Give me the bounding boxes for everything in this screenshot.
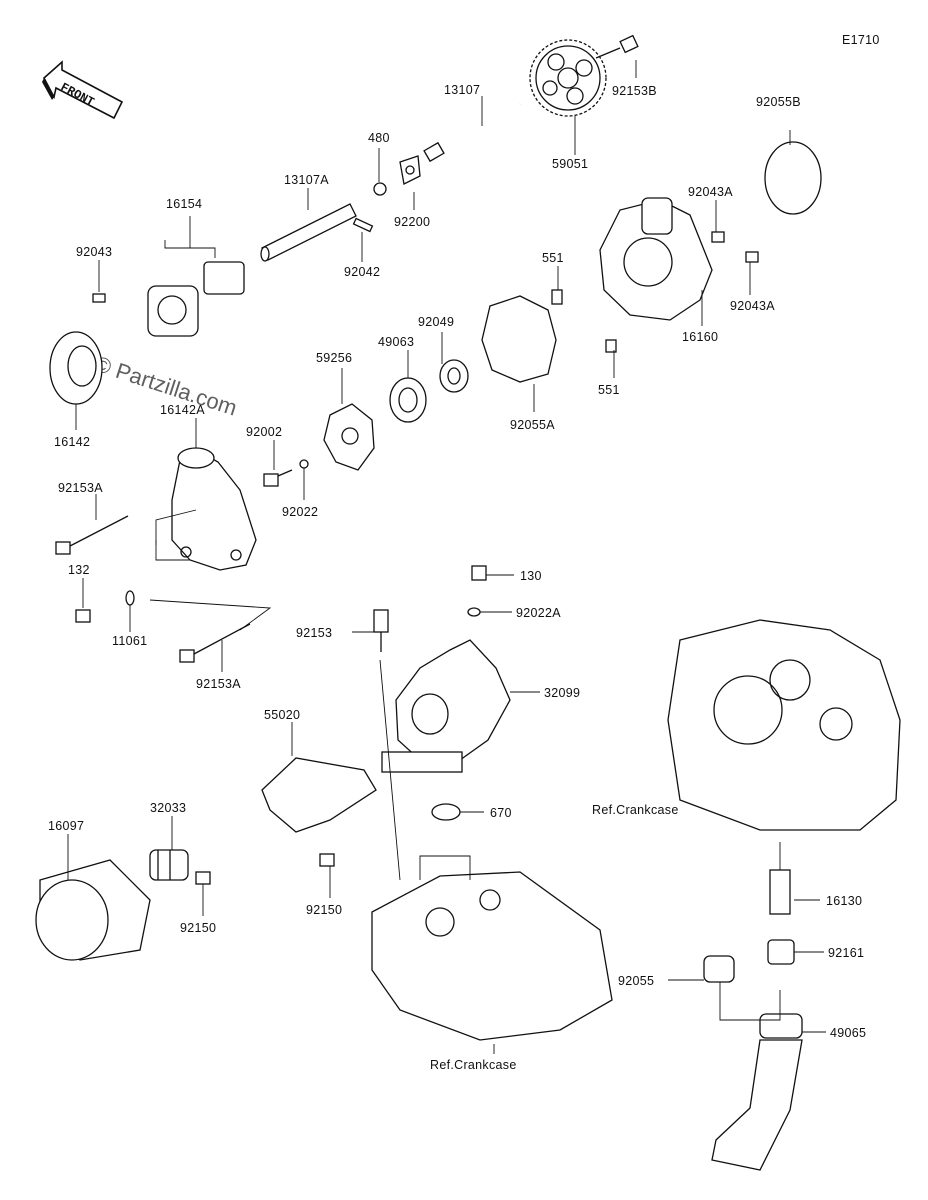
label-92150-right: 92150 [306, 903, 342, 917]
oring-92055a-part [481, 295, 557, 383]
bolt-92153-part [373, 609, 389, 652]
label-92161: 92161 [828, 946, 864, 960]
oring-92055b-part [764, 141, 822, 215]
pump-housing-16142a-part [171, 447, 257, 571]
label-670: 670 [490, 806, 512, 820]
label-11061: 11061 [112, 634, 147, 648]
pin-92042-part [352, 217, 374, 233]
bolt-92153a-top-part [55, 515, 129, 555]
oil-filter-16097-part [35, 859, 151, 961]
crankcase-right-part [667, 619, 901, 831]
label-92153a-bottom: 92153A [196, 677, 241, 691]
label-480: 480 [368, 131, 390, 145]
label-92043a-right: 92043A [730, 299, 775, 313]
fitting-16130-part [769, 869, 791, 915]
label-130: 130 [520, 569, 542, 583]
label-ref-crankcase-right: Ref.Crankcase [592, 803, 679, 817]
label-13107a: 13107A [284, 173, 329, 187]
front-arrow-icon: FRONT [42, 60, 124, 120]
label-92022: 92022 [282, 505, 318, 519]
oring-670-part [431, 803, 461, 821]
label-32099: 32099 [544, 686, 580, 700]
bolt-92150-left-part [195, 871, 211, 885]
gear-59051-part [529, 39, 607, 117]
label-49065: 49065 [830, 1026, 866, 1040]
label-16160: 16160 [682, 330, 718, 344]
label-16130: 16130 [826, 894, 862, 908]
pin-92043-part [92, 293, 106, 303]
impeller-59256-part [323, 403, 375, 471]
collar-92161-part [767, 939, 795, 965]
label-551-top: 551 [542, 251, 564, 265]
washer-92022-part [299, 459, 309, 469]
label-92043a-top: 92043A [688, 185, 733, 199]
bolt-92153a-bottom-part [179, 623, 251, 663]
label-92153a-top: 92153A [58, 481, 103, 495]
label-16097: 16097 [48, 819, 84, 833]
housing-32099-part [381, 639, 511, 773]
label-92022a: 92022A [516, 606, 561, 620]
part-labels: 13107 92153B 92055B 480 59051 13107A 161… [48, 83, 866, 1072]
strainer-32033-part [149, 849, 189, 881]
strainer-49065-part [711, 1013, 803, 1171]
label-551-bottom: 551 [598, 383, 620, 397]
shaft-13107-part [423, 101, 522, 163]
label-92153b: 92153B [612, 84, 657, 98]
pump-body-16142-part [49, 331, 103, 405]
label-92150-left: 92150 [180, 921, 216, 935]
washer-92022a-part [467, 607, 481, 617]
rotor-16154-part [147, 261, 245, 337]
label-49063: 49063 [378, 335, 414, 349]
pin-551-top-part [551, 289, 563, 305]
label-92200: 92200 [394, 215, 430, 229]
diagram-code: E1710 [842, 33, 880, 47]
leader-lines [67, 60, 826, 1054]
label-13107: 13107 [444, 83, 480, 97]
pin-92043a-top-part [711, 231, 725, 243]
label-16154: 16154 [166, 197, 202, 211]
label-16142: 16142 [54, 435, 90, 449]
shaft-13107a-part [260, 203, 357, 262]
bolt-92153b-part [595, 34, 639, 59]
seal-92049-part [439, 359, 469, 393]
label-92153: 92153 [296, 626, 332, 640]
label-92055b: 92055B [756, 95, 801, 109]
oring-92055-part [703, 955, 735, 983]
label-92002: 92002 [246, 425, 282, 439]
bolt-92002-part [263, 469, 293, 487]
pin-92043a-right-part [745, 251, 759, 263]
label-16142a: 16142A [160, 403, 205, 417]
circlip-480-part [373, 182, 387, 196]
bolt-130-part [471, 565, 487, 581]
gasket-11061-part [125, 590, 135, 606]
plate-92200-part [399, 155, 421, 185]
label-92055a: 92055A [510, 418, 555, 432]
label-55020: 55020 [264, 708, 300, 722]
label-ref-crankcase-bottom: Ref.Crankcase [430, 1058, 517, 1072]
pin-551-bottom-part [605, 339, 617, 353]
label-132: 132 [68, 563, 90, 577]
pump-cover-16160-part [599, 197, 713, 321]
label-92049: 92049 [418, 315, 454, 329]
label-59256: 59256 [316, 351, 352, 365]
bolt-132-part [75, 609, 91, 623]
crankcase-bottom-part [371, 871, 613, 1041]
shield-55020-part [261, 757, 377, 833]
label-59051: 59051 [552, 157, 588, 171]
seal-49063-part [389, 377, 427, 423]
label-92042: 92042 [344, 265, 380, 279]
bolt-92150-right-part [319, 853, 335, 867]
label-32033: 32033 [150, 801, 186, 815]
label-92055: 92055 [618, 974, 654, 988]
label-92043: 92043 [76, 245, 112, 259]
